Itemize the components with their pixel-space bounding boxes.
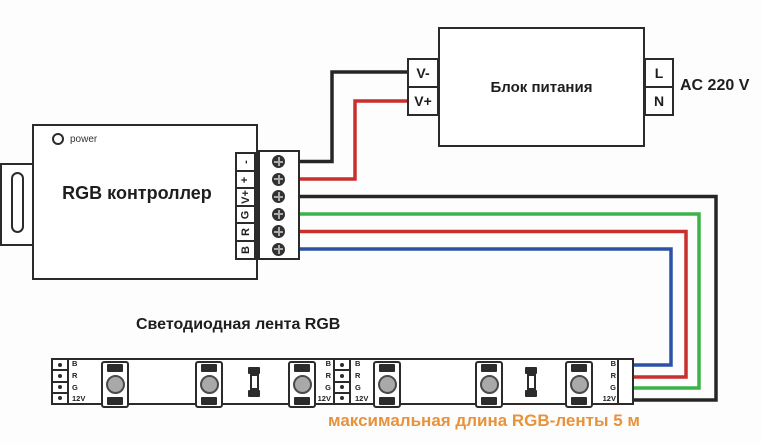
- led-dome-icon: [292, 375, 312, 394]
- led-strip-title: Светодиодная лента RGB: [136, 316, 341, 333]
- led-chip: [195, 361, 223, 408]
- led-electrode: [107, 397, 123, 405]
- led-dome-icon: [377, 375, 397, 394]
- power-supply-box: Блок питания: [438, 27, 645, 147]
- led-chip: [565, 361, 593, 408]
- strip-end-connector: [617, 358, 634, 405]
- led-electrode: [571, 364, 587, 372]
- led-chip: [101, 361, 129, 408]
- wire-red: [285, 229, 688, 379]
- mains-voltage-label: AC 220 V: [680, 77, 750, 94]
- pad-dot-icon: [340, 396, 344, 401]
- led-electrode: [481, 364, 497, 372]
- pad-dot-icon: [340, 373, 344, 378]
- strip-pad-labels-mid-right: B R G 12V: [355, 359, 369, 404]
- screw-icon: [272, 207, 285, 221]
- led-electrode: [481, 397, 497, 405]
- led-dome-icon: [105, 375, 125, 394]
- strip-pads-left: [51, 358, 69, 405]
- led-electrode: [294, 364, 310, 372]
- pad-cell: [53, 360, 67, 372]
- pad-cell: [53, 371, 67, 383]
- psu-terminal-vminus-label: V-: [416, 65, 430, 81]
- led-electrode: [201, 397, 217, 405]
- screw-icon: [272, 190, 285, 203]
- strip-pad-labels-left: B R G 12V: [72, 359, 86, 404]
- led-electrode: [379, 364, 395, 372]
- pad-cell: [335, 371, 349, 383]
- led-dome-icon: [569, 375, 589, 394]
- led-electrode: [294, 397, 310, 405]
- connector-slot-icon: [11, 172, 24, 233]
- screw-icon: [272, 225, 285, 238]
- led-chip: [288, 361, 316, 408]
- pad-dot-icon: [340, 385, 344, 390]
- led-dome-icon: [199, 375, 219, 394]
- screw-icon: [272, 242, 285, 256]
- wire-blue: [285, 247, 673, 367]
- wire-psu-vplus: [285, 99, 408, 181]
- psu-terminal-l-label: L: [654, 65, 664, 81]
- psu-terminal-vplus-label: V+: [414, 93, 432, 109]
- max-length-note: максимальная длина RGB-ленты 5 м: [328, 411, 640, 430]
- led-electrode: [379, 397, 395, 405]
- strip-pads-mid: [333, 358, 351, 405]
- psu-terminal-n-label: N: [653, 93, 665, 109]
- strip-pad-labels-mid-left: B R G 12V: [317, 359, 331, 404]
- pad-dot-icon: [58, 385, 62, 390]
- pad-cell: [335, 394, 349, 403]
- psu-terminal-vplus: V+: [407, 86, 439, 116]
- resistor-icon: [248, 367, 260, 397]
- strip-pad-labels-right: B R G 12V: [602, 359, 616, 404]
- pad-dot-icon: [58, 362, 62, 367]
- pad-cell: [53, 394, 67, 403]
- screw-icon: [272, 172, 285, 186]
- pad-cell: [335, 360, 349, 372]
- controller-label: RGB контроллер: [62, 183, 212, 203]
- pad-cell: [53, 383, 67, 394]
- controller-terminal-b: B: [235, 239, 256, 260]
- screw-icon: [272, 155, 285, 168]
- pad-dot-icon: [58, 373, 62, 378]
- power-supply-label: Блок питания: [490, 78, 593, 96]
- led-chip: [373, 361, 401, 408]
- controller-box: [32, 124, 258, 280]
- led-chip: [475, 361, 503, 408]
- power-indicator-icon: [52, 133, 64, 145]
- psu-terminal-n: N: [644, 86, 674, 116]
- led-electrode: [571, 397, 587, 405]
- pad-dot-icon: [340, 362, 344, 367]
- pad-cell: [335, 383, 349, 394]
- psu-terminal-vminus: V-: [407, 58, 439, 88]
- wire-psu-vminus: [285, 70, 408, 164]
- resistor-icon: [525, 367, 537, 397]
- controller-screw-block: [258, 150, 300, 260]
- led-electrode: [107, 364, 123, 372]
- psu-terminal-l: L: [644, 58, 674, 88]
- led-electrode: [201, 364, 217, 372]
- power-indicator-label: power: [70, 134, 98, 145]
- pad-dot-icon: [58, 396, 62, 401]
- led-dome-icon: [479, 375, 499, 394]
